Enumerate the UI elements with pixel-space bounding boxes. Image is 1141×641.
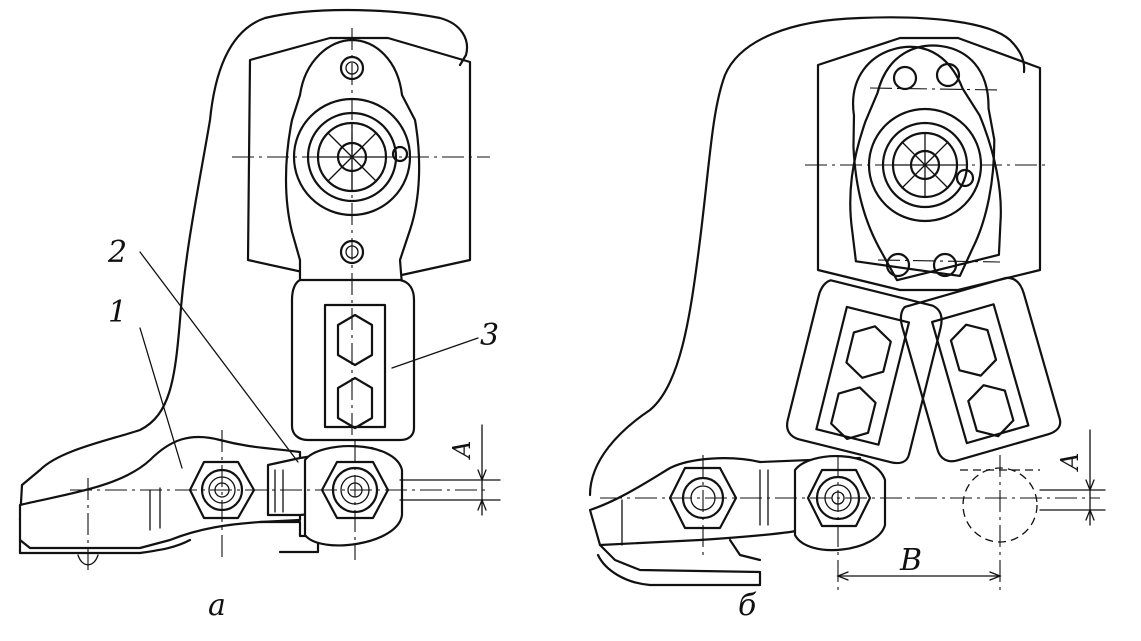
view-b: A B bbox=[588, 16, 1106, 590]
rivet-bottom-right-b bbox=[932, 252, 958, 278]
dimension-b bbox=[836, 571, 1002, 581]
view-b-caption: б bbox=[738, 588, 757, 623]
dimension-a-left bbox=[399, 424, 501, 516]
cotter-pin-b bbox=[955, 168, 975, 188]
rivet-top-right-b bbox=[935, 62, 961, 88]
callout-1: 1 bbox=[108, 295, 127, 330]
hex-nut-upper-a bbox=[336, 313, 374, 367]
hex-nut-lower-a bbox=[336, 376, 374, 430]
cotter-pin-a bbox=[391, 145, 409, 163]
bracket-plate-a bbox=[246, 36, 472, 280]
dimension-label-a-left: A bbox=[448, 441, 476, 460]
view-a: A 1 2 3 bbox=[18, 8, 501, 570]
leader-1 bbox=[139, 327, 183, 469]
lever-b-right bbox=[851, 45, 1002, 282]
bracket-plate-b bbox=[816, 36, 1042, 292]
housing-outline-b bbox=[588, 16, 1026, 497]
callout-2: 2 bbox=[107, 235, 127, 270]
view-a-caption: а bbox=[208, 588, 226, 623]
dimension-label-b: B bbox=[899, 543, 922, 578]
block-b-right bbox=[899, 276, 1062, 463]
callout-3: 3 bbox=[480, 318, 499, 353]
lever-block-a bbox=[290, 278, 416, 442]
block-b-left bbox=[786, 279, 943, 465]
rivet-bottom-left-b bbox=[885, 252, 911, 278]
dimension-a-right bbox=[1039, 429, 1106, 526]
leader-3 bbox=[391, 337, 479, 369]
leader-2 bbox=[139, 251, 299, 463]
dimension-label-a-right: A bbox=[1056, 453, 1084, 472]
